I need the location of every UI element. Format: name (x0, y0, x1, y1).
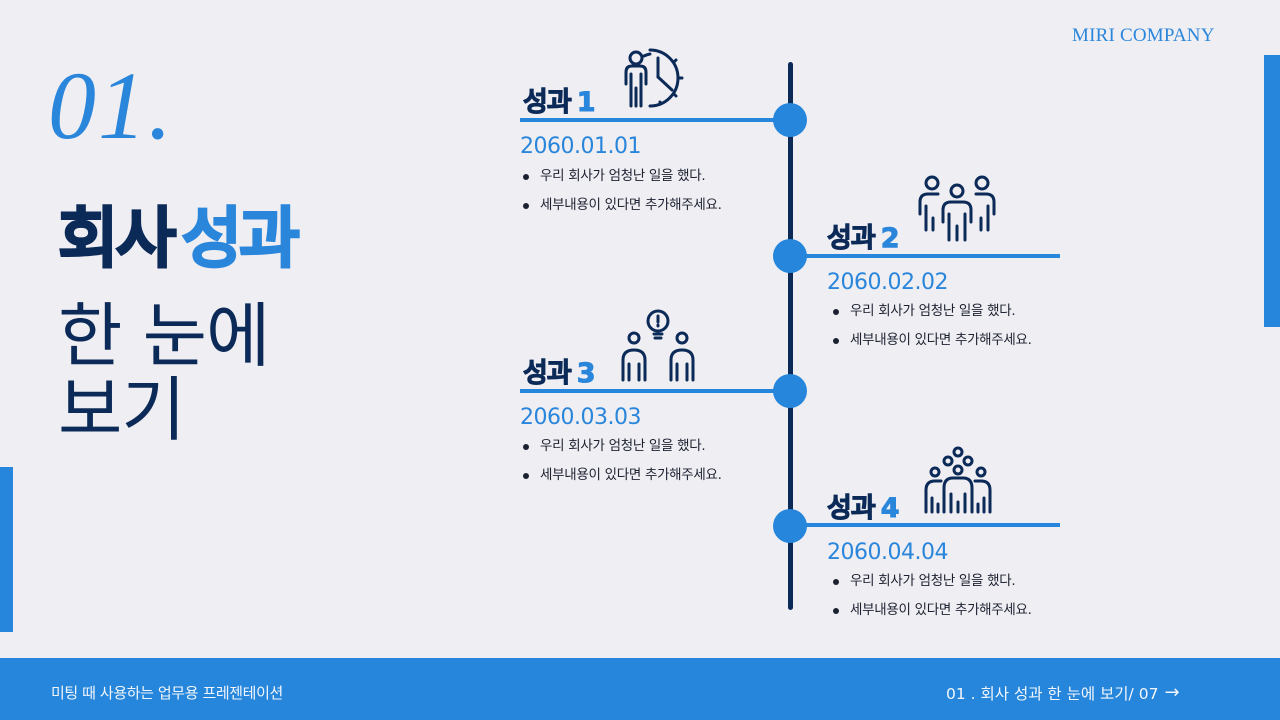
bullet-item: 세부내용이 있다면 추가해주세요. (520, 191, 722, 220)
bullet-item: 세부내용이 있다면 추가해주세요. (520, 461, 722, 490)
section-number: 01. (48, 52, 174, 159)
timeline-item-4-bullets: 우리 회사가 엄청난 일을 했다. 세부내용이 있다면 추가해주세요. (830, 567, 1032, 625)
person-clock-icon (622, 44, 690, 110)
timeline-item-4-date: 2060.04.04 (827, 540, 948, 565)
timeline-node-2 (773, 239, 807, 273)
title-bold-blue: 성과 (180, 200, 300, 277)
title-bold-dark: 회사 (57, 200, 177, 277)
footer-page-nav[interactable]: 01 . 회사 성과 한 눈에 보기/ 07 → (946, 682, 1180, 704)
group-crowd-icon (923, 446, 993, 516)
bullet-item: 우리 회사가 엄청난 일을 했다. (830, 567, 1032, 596)
timeline-connector-3 (520, 389, 790, 393)
company-brand: MIRI COMPANY (1072, 25, 1215, 46)
arrow-right-icon[interactable]: → (1164, 682, 1180, 703)
timeline-node-4 (773, 509, 807, 543)
timeline-item-1-date: 2060.01.01 (520, 134, 641, 159)
timeline-node-1 (773, 103, 807, 137)
timeline-item-3-date: 2060.03.03 (520, 405, 641, 430)
timeline-item-2-date: 2060.02.02 (827, 270, 948, 295)
timeline-spine (788, 62, 793, 610)
bullet-item: 우리 회사가 엄청난 일을 했다. (520, 162, 722, 191)
team-three-people-icon (916, 174, 998, 244)
subtitle-line-2: 보기 (58, 368, 186, 451)
bullet-item: 세부내용이 있다면 추가해주세요. (830, 596, 1032, 625)
footer-caption: 미팅 때 사용하는 업무용 프레젠테이션 (51, 684, 283, 702)
footer-page-label: 01 . 회사 성과 한 눈에 보기/ 07 (946, 685, 1159, 703)
timeline-connector-1 (520, 118, 790, 122)
bullet-item: 우리 회사가 엄청난 일을 했다. (520, 432, 722, 461)
idea-two-people-icon (620, 308, 696, 382)
subtitle-line-1: 한 눈에 (58, 295, 270, 377)
right-accent-bar (1264, 55, 1280, 327)
timeline-item-3-bullets: 우리 회사가 엄청난 일을 했다. 세부내용이 있다면 추가해주세요. (520, 432, 722, 490)
footer-bar (0, 658, 1280, 720)
timeline-node-3 (773, 374, 807, 408)
timeline-connector-2 (790, 254, 1060, 258)
left-accent-bar (0, 467, 13, 632)
timeline-item-1-bullets: 우리 회사가 엄청난 일을 했다. 세부내용이 있다면 추가해주세요. (520, 162, 722, 220)
timeline-item-2-bullets: 우리 회사가 엄청난 일을 했다. 세부내용이 있다면 추가해주세요. (830, 297, 1032, 355)
bullet-item: 세부내용이 있다면 추가해주세요. (830, 326, 1032, 355)
bullet-item: 우리 회사가 엄청난 일을 했다. (830, 297, 1032, 326)
timeline-connector-4 (790, 523, 1060, 527)
page-subtitle: 한 눈에 보기 (58, 295, 270, 451)
